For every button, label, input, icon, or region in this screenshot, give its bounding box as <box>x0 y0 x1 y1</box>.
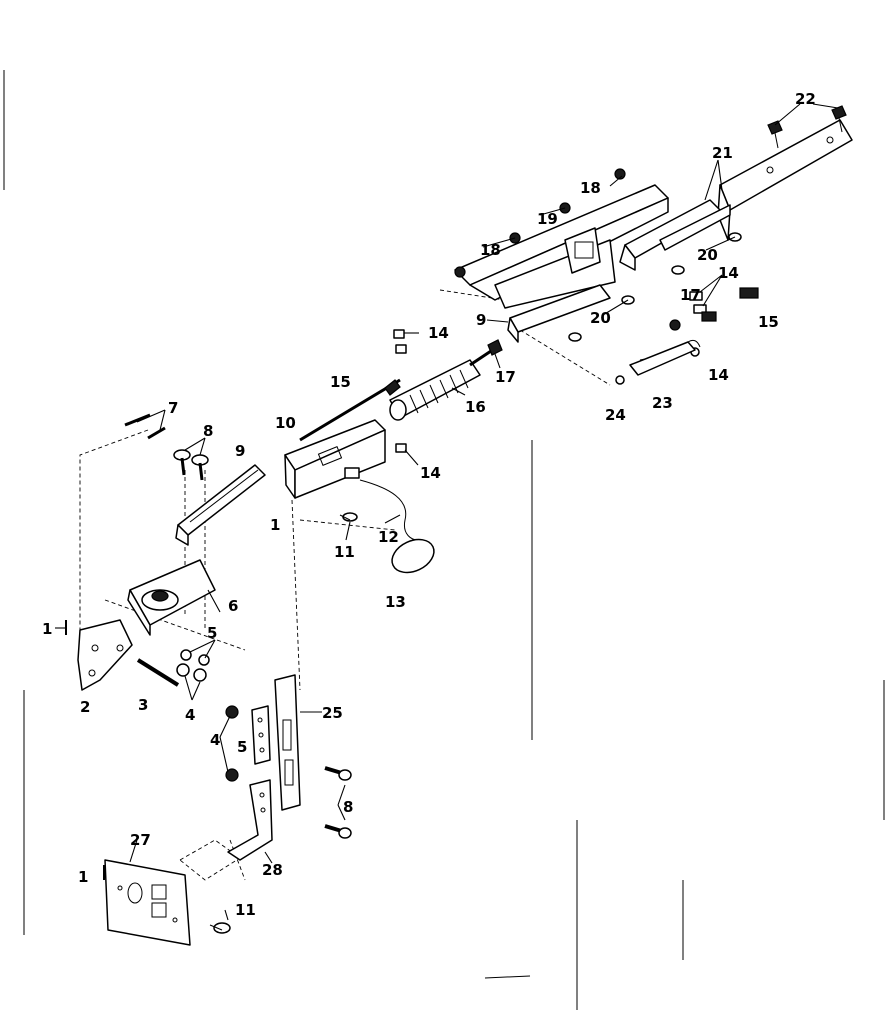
part-14-pins <box>393 329 407 453</box>
part-24-washer <box>615 375 625 385</box>
part-6-drive-unit <box>127 559 216 636</box>
part-21-rail-sections <box>619 199 731 271</box>
callout-18: 18 <box>480 241 501 259</box>
scan-edge-mark <box>484 975 531 979</box>
part-23-bracket <box>629 339 701 376</box>
part-10-trolley <box>284 419 386 499</box>
callout-labels: 22 21 18 19 18 20 14 17 20 15 9 14 14 17… <box>42 90 816 919</box>
callout-3: 3 <box>138 696 148 714</box>
callout-20: 20 <box>590 309 611 327</box>
callout-25: 25 <box>322 704 343 722</box>
callout-1: 1 <box>78 868 88 886</box>
callout-18: 18 <box>580 179 601 197</box>
callout-13: 13 <box>385 593 406 611</box>
callout-12: 12 <box>378 528 399 546</box>
part-27-wall-plate <box>104 859 191 946</box>
callout-28: 28 <box>262 861 283 879</box>
callout-1: 1 <box>270 516 280 534</box>
part-9-lower-rail <box>507 284 611 343</box>
part-11-pin-lower <box>209 922 231 934</box>
callout-20: 20 <box>697 246 718 264</box>
part-3-shaft <box>136 658 180 687</box>
leader-lines <box>55 103 839 921</box>
callout-15: 15 <box>330 373 351 391</box>
part-17-nut <box>487 339 503 356</box>
callout-11: 11 <box>334 543 355 561</box>
part-2-bracket <box>77 619 133 691</box>
callout-4: 4 <box>185 706 195 724</box>
callout-5: 5 <box>237 738 247 756</box>
callout-23: 23 <box>652 394 673 412</box>
part-25-brackets <box>251 674 301 811</box>
part-28-strap <box>227 779 273 861</box>
part-9-angle <box>175 464 266 546</box>
callout-19: 19 <box>537 210 558 228</box>
callout-6: 6 <box>228 597 238 615</box>
callout-15: 15 <box>758 313 779 331</box>
part-12-cord <box>359 479 419 541</box>
callout-9: 9 <box>476 311 486 329</box>
callout-5: 5 <box>207 624 217 642</box>
part-15-rod <box>299 378 401 442</box>
callout-8: 8 <box>343 798 353 816</box>
callout-11: 11 <box>235 901 256 919</box>
part-4-5-nuts-washers <box>176 649 239 782</box>
callout-10: 10 <box>275 414 296 432</box>
callout-4: 4 <box>210 731 220 749</box>
callout-14: 14 <box>420 464 441 482</box>
callout-1: 1 <box>42 620 52 638</box>
callout-22: 22 <box>795 90 816 108</box>
callout-8: 8 <box>203 422 213 440</box>
callout-14: 14 <box>428 324 449 342</box>
callout-27: 27 <box>130 831 151 849</box>
callout-21: 21 <box>712 144 733 162</box>
part-16-spring-assembly <box>389 343 501 421</box>
callout-17: 17 <box>495 368 516 386</box>
callout-16: 16 <box>465 398 486 416</box>
callout-9: 9 <box>235 442 245 460</box>
callout-7: 7 <box>168 399 178 417</box>
callout-17: 17 <box>680 286 701 304</box>
callout-14: 14 <box>708 366 729 384</box>
callout-14: 14 <box>718 264 739 282</box>
part-13-handle <box>391 538 435 574</box>
part-8-lower-bolts <box>324 766 352 839</box>
part-11-pin-upper <box>339 512 358 522</box>
callout-2: 2 <box>80 698 90 716</box>
callout-24: 24 <box>605 406 626 424</box>
part-7-screws <box>124 413 166 440</box>
part-19-rail <box>454 184 669 309</box>
part-8-bolts <box>173 449 209 481</box>
part-22-end-bracket <box>717 105 853 241</box>
